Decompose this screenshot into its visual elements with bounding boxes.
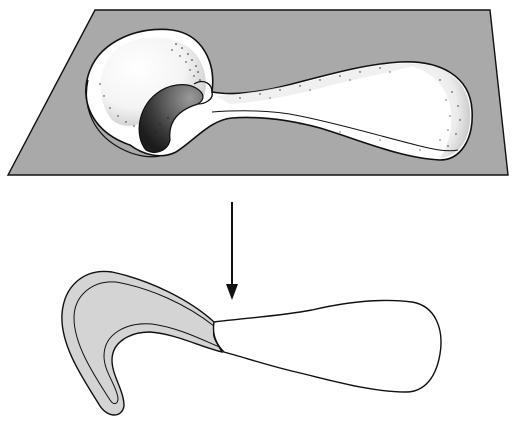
section-lobe: [213, 300, 440, 392]
down-arrow-icon: [226, 202, 238, 300]
section-band: [62, 271, 222, 415]
cross-section: [62, 271, 441, 415]
top-panel: [8, 10, 508, 175]
